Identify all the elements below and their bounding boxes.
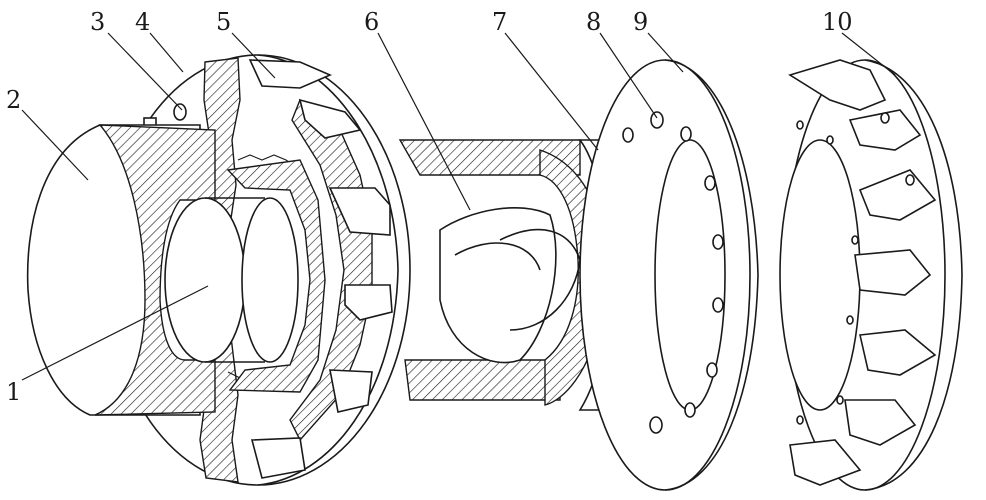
middle-tube bbox=[398, 139, 607, 406]
leader-8 bbox=[599, 32, 658, 119]
leader-10 bbox=[841, 32, 896, 76]
label-4: 4 bbox=[135, 8, 150, 36]
leader-6 bbox=[377, 32, 471, 211]
leader-9 bbox=[647, 32, 684, 73]
leader-5 bbox=[231, 32, 276, 79]
right-bolts bbox=[622, 111, 724, 434]
leader-7 bbox=[504, 32, 599, 151]
label-6: 6 bbox=[364, 8, 379, 36]
right-claw-disc bbox=[779, 59, 963, 491]
leader-4 bbox=[149, 32, 184, 73]
label-1: 1 bbox=[6, 378, 21, 406]
leader-lines bbox=[21, 32, 896, 381]
label-3: 3 bbox=[90, 8, 105, 36]
leader-1 bbox=[21, 285, 209, 381]
label-5: 5 bbox=[216, 8, 231, 36]
left-bolts bbox=[143, 103, 187, 129]
label-7: 7 bbox=[492, 8, 507, 36]
label-2: 2 bbox=[6, 86, 21, 114]
left-hub bbox=[26, 124, 299, 416]
label-8: 8 bbox=[586, 8, 601, 36]
leader-3 bbox=[107, 32, 183, 111]
label-10: 10 bbox=[822, 8, 853, 36]
right-flange bbox=[579, 59, 759, 491]
part-labels: 1 2 3 4 5 6 7 8 9 10 bbox=[6, 8, 853, 406]
label-9: 9 bbox=[633, 8, 648, 36]
leader-2 bbox=[21, 109, 89, 181]
ring-gear bbox=[226, 154, 326, 393]
